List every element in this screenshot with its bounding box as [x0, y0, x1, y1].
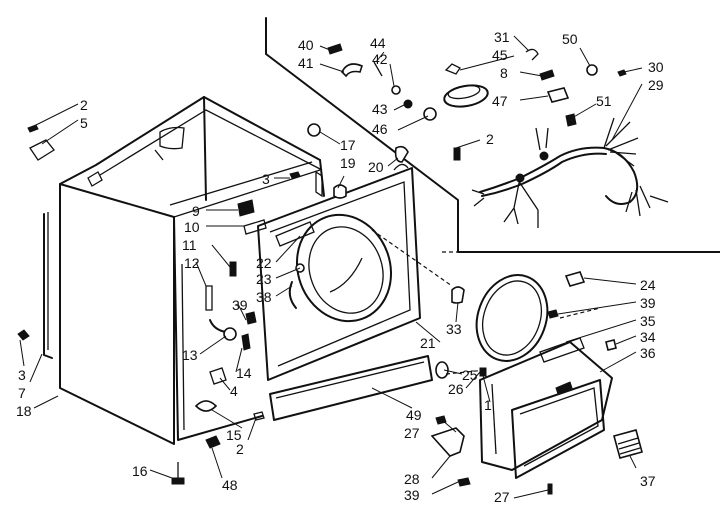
door-seal-ring-35: [475, 274, 549, 362]
label-41: 41: [298, 55, 314, 71]
label-19: 19: [340, 155, 356, 171]
label-33: 33: [446, 321, 462, 337]
label-10: 10: [184, 219, 200, 235]
part-labels: 2 5 3 7 18 16 9 10 11 12 39 13 14 4 15 2…: [16, 29, 664, 505]
label-21: 21: [420, 335, 436, 351]
label-3-left: 3: [18, 367, 26, 383]
label-44: 44: [370, 35, 386, 51]
label-51: 51: [596, 93, 612, 109]
label-7: 7: [18, 385, 26, 401]
label-4: 4: [230, 383, 238, 399]
label-26: 26: [448, 381, 464, 397]
label-28: 28: [404, 471, 420, 487]
label-9: 9: [192, 203, 200, 219]
label-49: 49: [406, 407, 422, 423]
label-17: 17: [340, 137, 356, 153]
label-39-right: 39: [640, 295, 656, 311]
label-39-bottom: 39: [404, 487, 420, 503]
label-30: 30: [648, 59, 664, 75]
label-47: 47: [492, 93, 508, 109]
wiring-harness-29: [471, 117, 669, 228]
label-1: 1: [484, 397, 492, 413]
label-22: 22: [256, 255, 272, 271]
label-14: 14: [236, 365, 252, 381]
label-42: 42: [372, 51, 388, 67]
label-15: 15: [226, 427, 242, 443]
label-13: 13: [182, 347, 198, 363]
label-24: 24: [640, 277, 656, 293]
label-34: 34: [640, 329, 656, 345]
label-8: 8: [500, 65, 508, 81]
label-5: 5: [80, 115, 88, 131]
label-43: 43: [372, 101, 388, 117]
label-2-harness: 2: [486, 131, 494, 147]
label-20: 20: [368, 159, 384, 175]
label-48: 48: [222, 477, 238, 493]
label-39-left: 39: [232, 297, 248, 313]
alignment-lines: [371, 229, 601, 375]
label-46: 46: [372, 121, 388, 137]
label-16: 16: [132, 463, 148, 479]
label-31: 31: [494, 29, 510, 45]
label-12: 12: [184, 255, 200, 271]
label-38: 38: [256, 289, 272, 305]
label-25: 25: [462, 367, 478, 383]
label-23: 23: [256, 271, 272, 287]
label-45: 45: [492, 47, 508, 63]
label-2-toe: 2: [236, 441, 244, 457]
label-36: 36: [640, 345, 656, 361]
label-18: 18: [16, 403, 32, 419]
label-27-bottom: 27: [494, 489, 510, 505]
label-3-top: 3: [262, 171, 270, 187]
label-11: 11: [182, 237, 197, 253]
door-assembly-36: [479, 337, 613, 479]
small-parts: [17, 43, 643, 495]
label-27-top: 27: [404, 425, 420, 441]
toe-panel-49: [269, 355, 433, 421]
cabinet-18: [43, 96, 325, 445]
label-40: 40: [298, 37, 314, 53]
label-50: 50: [562, 31, 578, 47]
label-37: 37: [640, 473, 656, 489]
front-panel-21: [257, 163, 421, 381]
leader-lines: [19, 35, 643, 499]
label-29: 29: [648, 77, 664, 93]
label-35: 35: [640, 313, 656, 329]
label-2-top-left: 2: [80, 97, 88, 113]
harness-section-border: [265, 17, 720, 253]
